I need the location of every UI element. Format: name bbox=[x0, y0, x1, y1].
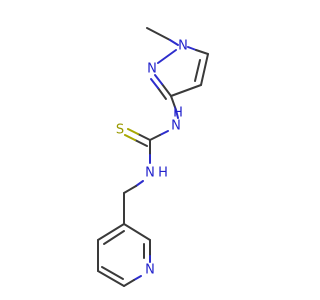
bond-pyr-c3-c2 bbox=[123, 223, 151, 241]
bond-c3-n2 bbox=[161, 83, 172, 97]
bond-nh-cthio bbox=[149, 134, 161, 141]
bond-n1-c5 bbox=[195, 49, 209, 55]
bond-c5-c4 bbox=[200, 53, 209, 86]
atoms: N N S N H N H N bbox=[116, 39, 188, 278]
bond-c-s-double-s bbox=[124, 134, 136, 141]
atom-thiourea-h-lower: H bbox=[158, 166, 168, 181]
atom-thiourea-s: S bbox=[116, 123, 124, 138]
bond-c-s-double bbox=[134, 139, 148, 147]
atom-thiourea-n-upper: N bbox=[171, 119, 181, 134]
bond-n2-n1 bbox=[157, 49, 177, 64]
atom-thiourea-h-upper: H bbox=[173, 106, 183, 121]
bond-methyl-n1 bbox=[146, 27, 171, 41]
atom-pyrazole-n1: N bbox=[178, 39, 188, 54]
molecule-structure: N N S N H N H N bbox=[97, 27, 209, 287]
atom-pyridine-n: N bbox=[145, 263, 155, 278]
bond-c3-n2-double bbox=[157, 87, 167, 100]
atom-pyrazole-n2: N bbox=[147, 62, 157, 77]
bond-pyr-c6-c5 bbox=[97, 270, 125, 287]
bond-methyl-n1-n bbox=[169, 39, 179, 46]
bond-c-s-s bbox=[127, 128, 139, 135]
atom-thiourea-n-lower: N bbox=[145, 166, 155, 181]
bond-nh-ch2-n bbox=[135, 180, 144, 187]
bond-c3-n2-double-n bbox=[150, 78, 159, 89]
bond-nh-cthio-n bbox=[159, 130, 169, 136]
bond-pyr-c4-c3-double bbox=[103, 230, 125, 245]
bond-pyr-n-c6-n bbox=[133, 275, 142, 281]
bond-c3-nh-n bbox=[175, 109, 179, 119]
bond-n1-c5-n bbox=[187, 46, 197, 51]
bond-nh-ch2 bbox=[123, 185, 137, 194]
bond-pyr-n-c6 bbox=[123, 279, 135, 287]
bond-pyr-c4-c3 bbox=[97, 223, 125, 241]
bond-c3-n2-n bbox=[154, 74, 163, 85]
bond-c5-c4-double bbox=[194, 59, 201, 82]
bond-c3-nh bbox=[170, 95, 177, 111]
bonds bbox=[97, 27, 209, 287]
bond-c-s bbox=[137, 133, 151, 141]
bond-c4-c3 bbox=[170, 84, 202, 97]
bond-pyr-c6-c5-double bbox=[101, 266, 124, 280]
